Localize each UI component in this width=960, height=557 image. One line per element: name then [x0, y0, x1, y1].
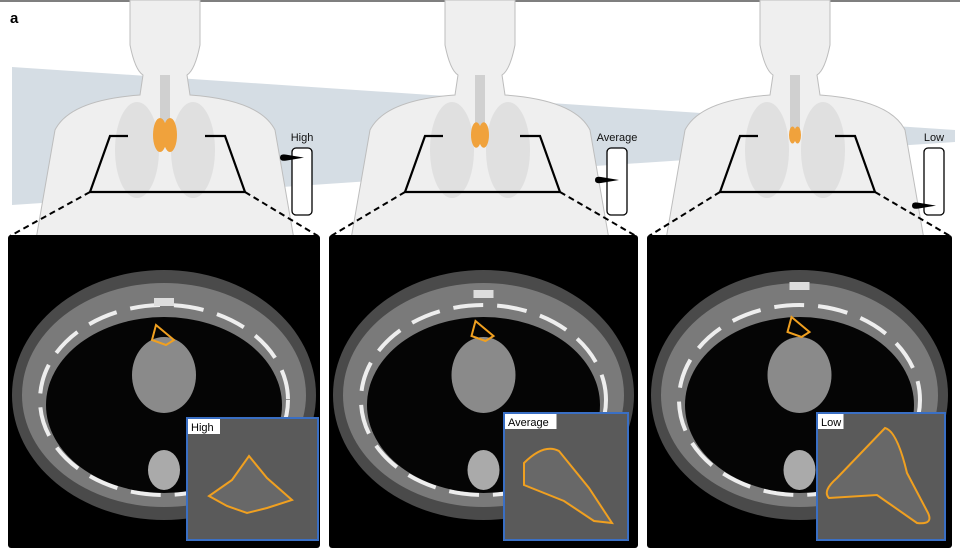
- zoom-line-left: [648, 191, 721, 237]
- ct-scan-panel: Low: [647, 235, 952, 548]
- gauge-indicator: [595, 176, 619, 184]
- left-lung: [745, 102, 789, 198]
- ct-scan-panel: Average: [329, 235, 638, 548]
- sternum: [154, 298, 174, 306]
- inset-thymus-contour: [825, 426, 931, 525]
- vertebra: [467, 450, 500, 490]
- inset-thymus-contour: [523, 447, 615, 525]
- level-gauge: [923, 147, 945, 216]
- sternum: [473, 290, 494, 298]
- body-illustration: [34, 0, 296, 246]
- level-gauge: [291, 147, 313, 216]
- zoom-inset: Average: [503, 412, 629, 541]
- gauge-indicator: [280, 154, 304, 161]
- mediastinum: [132, 337, 196, 413]
- scan-region-outline: [718, 134, 877, 194]
- inset-label: Low: [821, 417, 841, 429]
- body-illustration: [349, 0, 611, 246]
- gauge-indicator: [912, 202, 936, 209]
- inset-label: Average: [508, 417, 549, 429]
- inset-label: High: [191, 422, 214, 434]
- panel-letter: a: [10, 10, 19, 27]
- mediastinum: [767, 337, 832, 413]
- right-lung: [801, 102, 845, 198]
- level-label: Average: [597, 132, 638, 144]
- zoom-line-left: [330, 191, 406, 237]
- zoom-inset: Low: [816, 412, 946, 541]
- trachea: [475, 75, 485, 135]
- inset-label-box: [818, 414, 844, 429]
- inset-label-box: [505, 414, 557, 429]
- thymus-right-lobe: [163, 118, 177, 152]
- ribs: [677, 303, 922, 497]
- mediastinum: [451, 337, 516, 413]
- left-lung: [115, 102, 159, 198]
- right-lung: [171, 102, 215, 198]
- trachea: [160, 75, 170, 135]
- sternum: [789, 282, 810, 290]
- inset-thymus-contour: [207, 454, 294, 515]
- thymus-left-lobe: [789, 126, 796, 144]
- level-label: Low: [924, 132, 944, 144]
- thymus-left-lobe: [471, 122, 482, 148]
- vertebra: [783, 450, 816, 490]
- trachea: [790, 75, 800, 135]
- zoom-line-right: [559, 191, 637, 237]
- ct-scan-panel: High: [8, 235, 320, 548]
- thymus-contour: [470, 319, 496, 343]
- left-lung: [430, 102, 474, 198]
- thymus-right-lobe: [478, 122, 489, 148]
- zoom-line-left: [9, 191, 91, 237]
- inset-label-box: [188, 419, 220, 434]
- zoom-inset: High: [186, 417, 319, 541]
- thymus-contour: [786, 315, 812, 339]
- scan-region-outline: [403, 134, 562, 194]
- ribs: [38, 303, 290, 497]
- body-illustration: [664, 0, 926, 246]
- zoom-line-right: [874, 191, 951, 237]
- ribs: [359, 303, 608, 497]
- right-lung: [486, 102, 530, 198]
- zoom-line-right: [244, 191, 319, 237]
- thymus-left-lobe: [153, 118, 167, 152]
- level-label: High: [291, 132, 314, 144]
- thymus-right-lobe: [794, 126, 801, 144]
- vertebra: [148, 450, 180, 490]
- thymus-contour: [150, 323, 176, 347]
- scan-region-outline: [88, 134, 247, 194]
